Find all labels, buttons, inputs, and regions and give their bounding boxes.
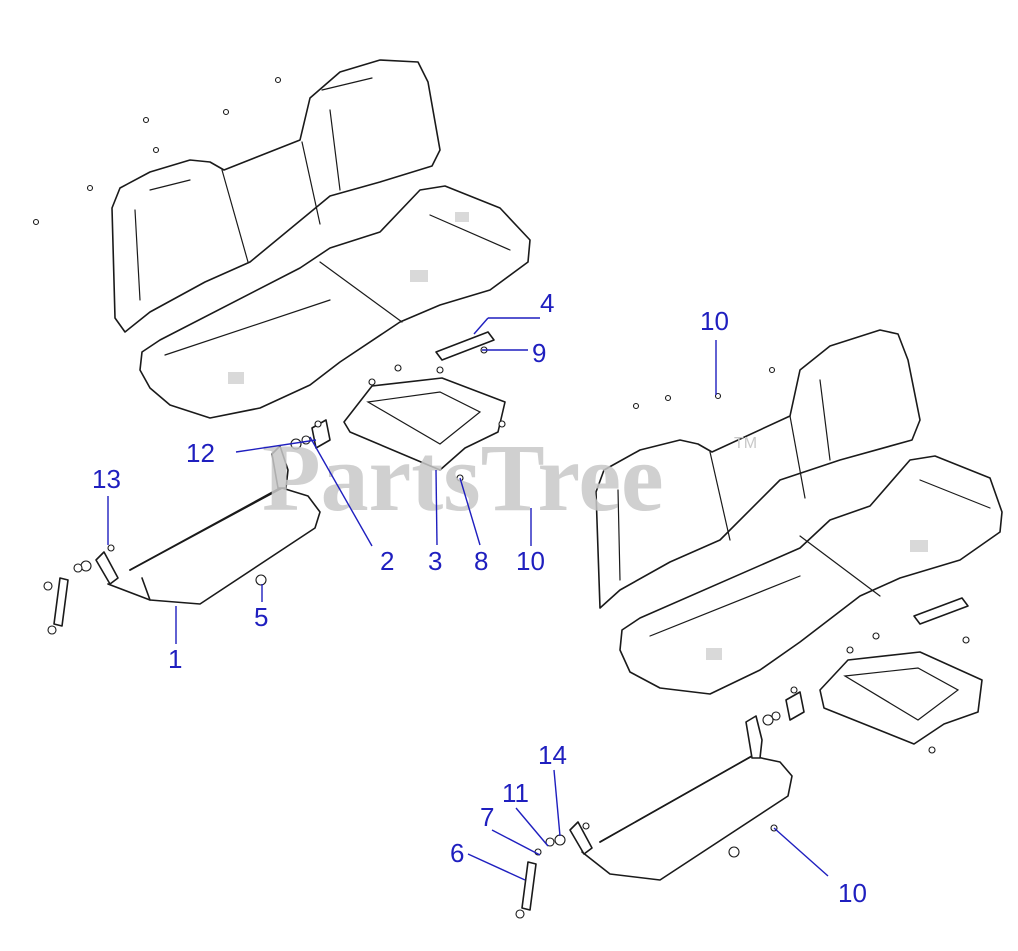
watermark-trademark: TM — [734, 435, 757, 452]
callout-2: 2 — [380, 546, 394, 576]
callout-10-middle: 10 — [516, 546, 545, 576]
right-bench-seat — [595, 329, 1003, 695]
callout-3: 3 — [428, 546, 442, 576]
callout-11: 11 — [502, 778, 529, 808]
callout-numbers: 1 2 3 4 5 6 7 8 9 10 10 10 11 12 13 14 — [92, 288, 867, 908]
callout-12: 12 — [186, 438, 215, 468]
right-bracket — [913, 597, 969, 625]
callout-9: 9 — [532, 338, 546, 368]
left-seat-pan — [343, 364, 506, 482]
callout-7: 7 — [480, 802, 494, 832]
right-gas-strut — [515, 848, 542, 919]
callout-1: 1 — [168, 644, 182, 674]
left-bracket-4 — [435, 331, 495, 361]
callout-14: 14 — [538, 740, 567, 770]
right-seat-pan — [819, 632, 983, 754]
callout-10-top: 10 — [700, 306, 729, 336]
loose-screws — [32, 76, 776, 410]
callout-6: 6 — [450, 838, 464, 868]
left-frame-1 — [73, 419, 331, 608]
right-frame — [545, 686, 805, 884]
watermark-text: PartsTree — [262, 424, 664, 531]
callout-10-bottom: 10 — [838, 878, 867, 908]
leader-lines — [107, 317, 829, 881]
callout-8: 8 — [474, 546, 488, 576]
callout-5: 5 — [254, 602, 268, 632]
callout-4: 4 — [540, 288, 554, 318]
callout-13: 13 — [92, 464, 121, 494]
left-bench-seat — [111, 59, 531, 419]
left-gas-strut — [43, 577, 69, 635]
